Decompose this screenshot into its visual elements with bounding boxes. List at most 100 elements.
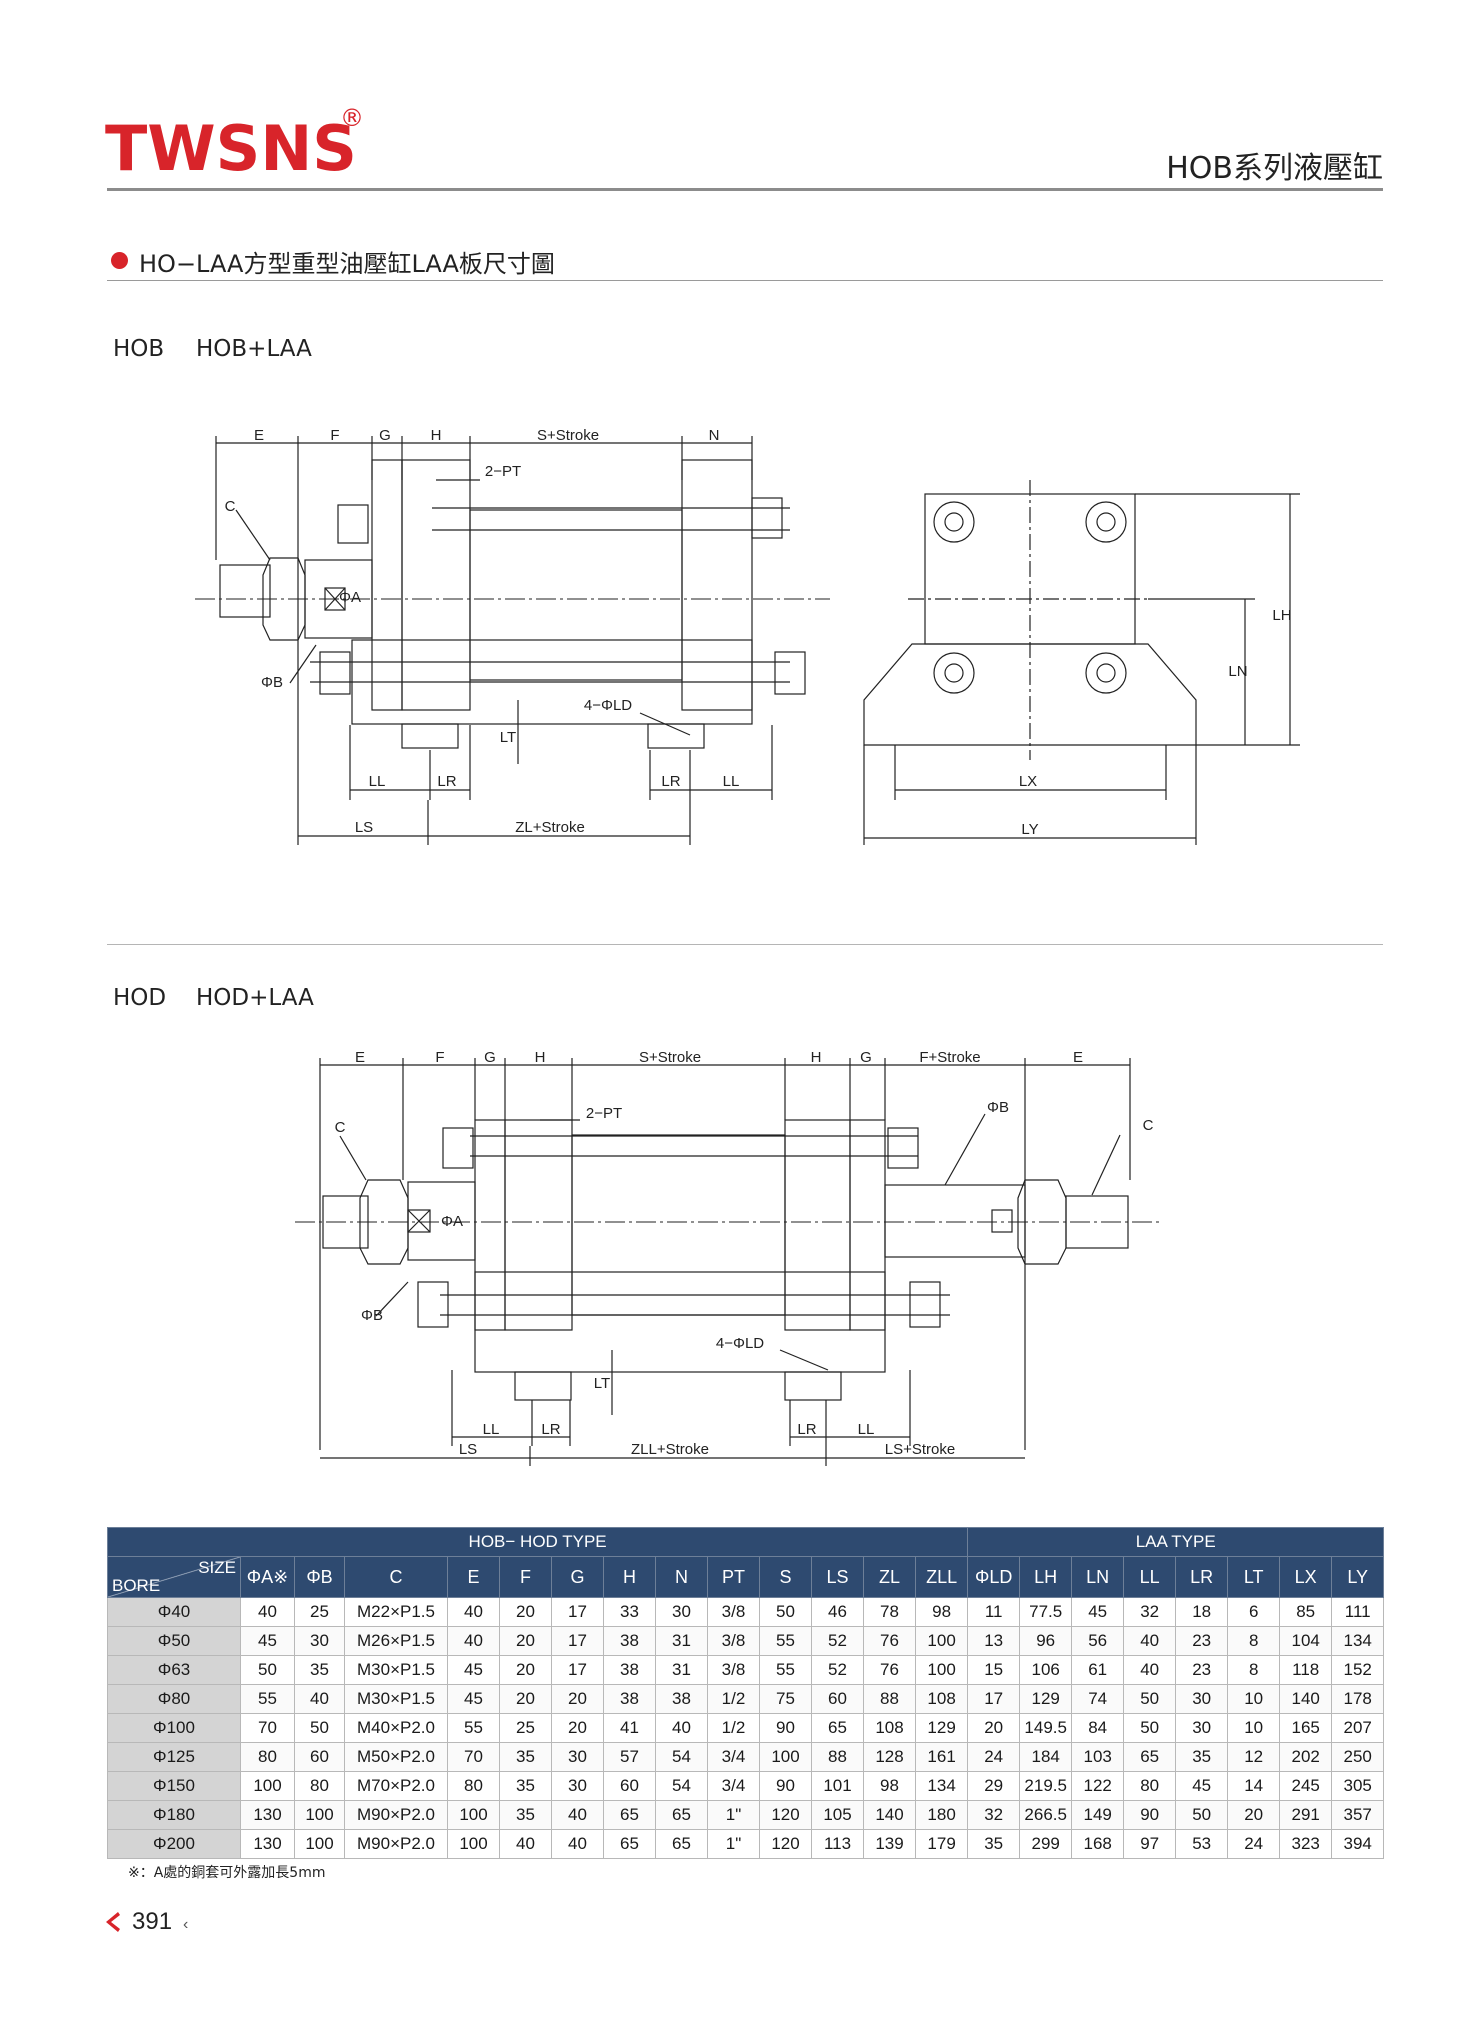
header-rule <box>107 188 1383 191</box>
table-cell: 35 <box>499 1800 552 1830</box>
table-cell: 11 <box>967 1597 1021 1627</box>
table-cell: M22×P1.5 <box>344 1597 448 1627</box>
table-cell: 12 <box>1227 1742 1281 1772</box>
table-cell: 17 <box>551 1626 604 1656</box>
table-cell: 84 <box>1071 1713 1125 1743</box>
table-cell: 108 <box>914 1684 969 1714</box>
dim-PT: 2−PT <box>485 463 521 480</box>
table-cell: 31 <box>655 1655 708 1685</box>
dim2-H1: H <box>535 1049 546 1066</box>
table-cell: 120 <box>759 1800 812 1830</box>
column-header: H <box>603 1556 656 1598</box>
table-cell: 165 <box>1279 1713 1333 1743</box>
dim-ZL: ZL+Stroke <box>515 819 585 836</box>
dim2-S: S+Stroke <box>639 1049 701 1066</box>
table-cell: 20 <box>967 1713 1021 1743</box>
table-cell: 40 <box>499 1829 552 1859</box>
table-cell: M40×P2.0 <box>344 1713 448 1743</box>
table-cell: 65 <box>1123 1742 1177 1772</box>
table-cell: 291 <box>1279 1800 1333 1830</box>
table-cell: 80 <box>294 1771 345 1801</box>
column-header: E <box>447 1556 500 1598</box>
divider-rule <box>107 944 1383 945</box>
table-cell: 40 <box>240 1597 295 1627</box>
table-cell: 120 <box>759 1829 812 1859</box>
table-cell: M30×P1.5 <box>344 1684 448 1714</box>
table-cell: 70 <box>447 1742 500 1772</box>
table-cell: 57 <box>603 1742 656 1772</box>
dim2-C1: C <box>335 1119 346 1136</box>
table-cell: 60 <box>294 1742 345 1772</box>
table-cell: 25 <box>499 1713 552 1743</box>
table-cell: 139 <box>863 1829 916 1859</box>
group-hob-hod: HOB− HOD TYPE <box>106 1527 969 1557</box>
dim2-E1: E <box>355 1049 365 1066</box>
table-cell: 8 <box>1227 1626 1281 1656</box>
table-cell: 122 <box>1071 1771 1125 1801</box>
table-cell: 20 <box>1227 1800 1281 1830</box>
column-header: G <box>551 1556 604 1598</box>
table-cell: 10 <box>1227 1713 1281 1743</box>
table-cell: 77.5 <box>1019 1597 1073 1627</box>
table-cell: 100 <box>240 1771 295 1801</box>
table-cell: 299 <box>1019 1829 1073 1859</box>
table-cell: 25 <box>294 1597 345 1627</box>
table-cell: 38 <box>603 1655 656 1685</box>
table-cell: 32 <box>1123 1597 1177 1627</box>
table-cell: 76 <box>863 1626 916 1656</box>
table-cell: 80 <box>1123 1771 1177 1801</box>
bore-cell: Φ40 <box>107 1597 241 1627</box>
table-cell: 56 <box>1071 1626 1125 1656</box>
bore-label: BORE <box>112 1576 161 1595</box>
table-cell: 65 <box>655 1829 708 1859</box>
table-cell: 96 <box>1019 1626 1073 1656</box>
table-cell: 130 <box>240 1829 295 1859</box>
dim-LS: LS <box>355 819 373 836</box>
dim2-G2: G <box>860 1049 872 1066</box>
table-cell: 40 <box>655 1713 708 1743</box>
column-header: LL <box>1123 1556 1177 1598</box>
table-cell: 40 <box>551 1829 604 1859</box>
table-cell: 140 <box>863 1800 916 1830</box>
table-cell: 357 <box>1331 1800 1385 1830</box>
table-cell: 40 <box>294 1684 345 1714</box>
column-header: LH <box>1019 1556 1073 1598</box>
table-cell: 305 <box>1331 1771 1385 1801</box>
table-cell: 53 <box>1175 1829 1229 1859</box>
table-cell: 41 <box>603 1713 656 1743</box>
column-header: LT <box>1227 1556 1281 1598</box>
table-cell: 1" <box>707 1829 760 1859</box>
table-cell: 65 <box>603 1800 656 1830</box>
column-header: ZLL <box>914 1556 969 1598</box>
dim-H: H <box>431 427 442 444</box>
table-cell: M70×P2.0 <box>344 1771 448 1801</box>
table-cell: 78 <box>863 1597 916 1627</box>
dim2-E2: E <box>1073 1049 1083 1066</box>
table-cell: 245 <box>1279 1771 1333 1801</box>
table-cell: 100 <box>759 1742 812 1772</box>
table-cell: 35 <box>294 1655 345 1685</box>
dim-LX: LX <box>1019 773 1037 790</box>
table-cell: 98 <box>914 1597 969 1627</box>
dim2-FS: F+Stroke <box>919 1049 980 1066</box>
hod-drawing: E F G H S+Stroke H G F+Stroke E 2−PT C C… <box>295 1049 1160 1466</box>
table-cell: 161 <box>914 1742 969 1772</box>
dim2-PA: ΦA <box>441 1213 463 1230</box>
bore-cell: Φ200 <box>107 1829 241 1859</box>
table-cell: 20 <box>499 1597 552 1627</box>
table-cell: 202 <box>1279 1742 1333 1772</box>
column-header: LR <box>1175 1556 1229 1598</box>
table-cell: 30 <box>655 1597 708 1627</box>
table-cell: 17 <box>551 1597 604 1627</box>
table-cell: 46 <box>811 1597 864 1627</box>
table-cell: 50 <box>1175 1800 1229 1830</box>
table-cell: 3/8 <box>707 1626 760 1656</box>
table-cell: 129 <box>914 1713 969 1743</box>
table-cell: 80 <box>240 1742 295 1772</box>
